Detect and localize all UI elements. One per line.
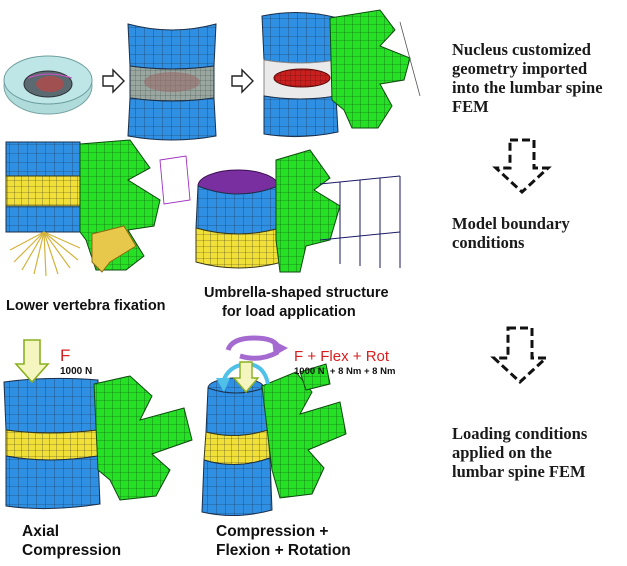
- caption-axial-compression: Axial Compression: [22, 522, 121, 560]
- arrow-right-2: [231, 68, 254, 94]
- caption-line: Compression +: [216, 523, 329, 540]
- caption-line: Umbrella-shaped structure: [204, 285, 389, 301]
- nucleus-geometry-render: [3, 55, 93, 115]
- caption-lower-vertebra-fixation: Lower vertebra fixation: [6, 298, 166, 314]
- combined-force-arrow: [232, 361, 260, 394]
- caption-line: Axial: [22, 523, 60, 540]
- lumbar-fem-with-nucleus-render: [261, 9, 421, 138]
- lower-vertebra-fixation-render: [5, 139, 191, 277]
- caption-line: for load application: [222, 304, 356, 320]
- step-line: Loading conditions: [452, 424, 588, 443]
- step-line: lumbar spine FEM: [452, 462, 586, 481]
- umbrella-load-structure-render: [195, 149, 401, 273]
- axial-compression-render: [3, 375, 193, 510]
- step-line: FEM: [452, 97, 489, 116]
- step-line: conditions: [452, 233, 525, 252]
- disc-with-nucleus-render: [127, 23, 217, 141]
- caption-umbrella-structure: Umbrella-shaped structure for load appli…: [204, 284, 389, 322]
- caption-line: Flexion + Rotation: [216, 542, 351, 559]
- step-line: into the lumbar spine: [452, 78, 603, 97]
- arrow-right-1: [102, 68, 125, 94]
- step-boundary-conditions: Model boundary conditions: [452, 214, 622, 252]
- step-line: geometry imported: [452, 59, 588, 78]
- step-line: Nucleus customized: [452, 40, 591, 59]
- axial-force-value: 1000 N: [60, 366, 93, 377]
- step-arrow-down-1: [492, 138, 552, 195]
- axial-force-arrow: [14, 339, 50, 384]
- combined-load-values: 1000 N + 8 Nm + 8 Nm: [294, 366, 396, 377]
- caption-compression-flexion-rotation: Compression + Flexion + Rotation: [216, 522, 351, 560]
- step-nucleus-import: Nucleus customized geometry imported int…: [452, 40, 622, 116]
- step-line: Model boundary: [452, 214, 570, 233]
- step-line: applied on the: [452, 443, 552, 462]
- rotation-moment-arrow: [225, 335, 288, 361]
- caption-line: Compression: [22, 542, 122, 559]
- step-arrow-down-2: [490, 326, 550, 385]
- combined-load-label: F + Flex + Rot: [294, 348, 390, 365]
- step-loading-conditions: Loading conditions applied on the lumbar…: [452, 424, 622, 481]
- axial-force-symbol: F: [60, 346, 71, 365]
